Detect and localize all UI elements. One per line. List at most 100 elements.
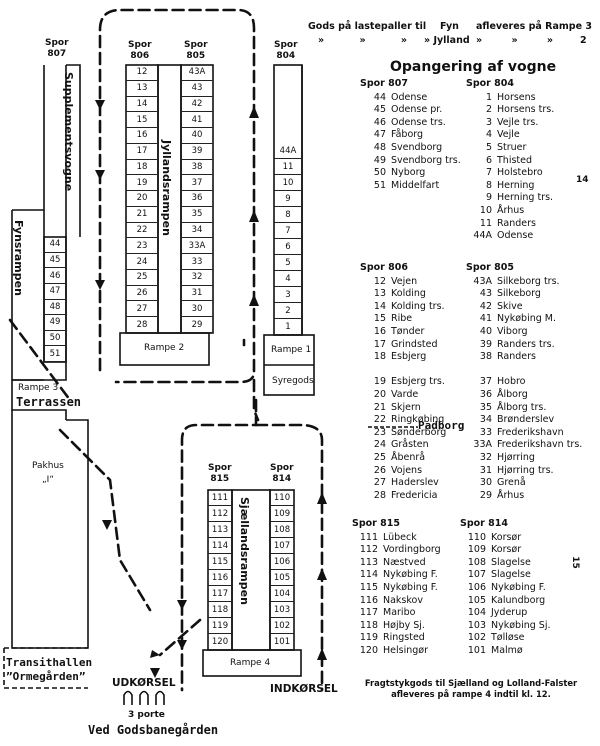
pakhus-sub-label: „I“ [42,475,54,485]
list-item-destination: Vejle [497,129,520,141]
list-heading: Spor 807 [360,78,408,89]
track-cell: 45 [44,253,66,269]
list-item-destination: Tølløse [491,632,525,644]
track-cell: 12 [126,65,158,81]
list-item-number: 18 [373,351,386,363]
track-cell: 3 [274,287,302,303]
list-item-destination: Esbjerg trs. [391,376,445,388]
list-heading: Spor 815 [352,518,400,529]
list-item-destination: Nykøbing F. [383,581,438,593]
list-item-destination: Ålborg trs. [497,401,547,413]
jyllandsrampen-label: Jyllandsrampen [160,140,173,236]
list-item-destination: Åbenrå [391,451,426,463]
track-cell: 9 [274,191,302,207]
list-item-number: 107 [467,569,486,581]
page-number-14: 14 [576,175,589,185]
list-item-number: 14 [373,300,386,312]
list-item-number: 112 [359,544,378,556]
list-item-destination: Lübeck [383,531,417,543]
track-cell: 4 [274,271,302,287]
padborg-label: Padborg [418,419,465,432]
sjaellandsrampen-label: Sjællandsrampen [238,497,251,605]
list-item-number: 110 [467,531,486,543]
list-item-destination: Gråsten [391,439,429,451]
track-cell: 2 [274,303,302,319]
track-cell: 51 [44,346,66,362]
list-item-number: 117 [359,607,378,619]
list-item-destination: Højby Sj. [383,619,425,631]
track-cell: 14 [126,97,158,113]
track-cell: 13 [126,81,158,97]
track-cell: 1 [274,319,302,335]
track-cell: 119 [208,618,232,634]
track-cell: 21 [126,207,158,223]
list-item-destination: Slagelse [491,556,531,568]
list-item-number: 16 [373,325,386,337]
list-item-destination: Haderslev [391,477,439,489]
list-item-destination: Vojens [391,464,423,476]
list-item-destination: Struer [497,141,527,153]
list-item-destination: Næstved [383,556,426,568]
track-cell: 49 [44,315,66,331]
track-cell: 10 [274,175,302,191]
list-item-destination: Herning trs. [497,192,554,204]
list-item-number [360,364,391,377]
header-line2-num: 2 [580,35,587,46]
list-item-number: 44A [473,230,492,242]
list-item-number: 19 [373,376,386,388]
track-cell: 103 [270,602,294,618]
track-cell: 50 [44,331,66,347]
list-item-destination: Skjern [391,401,421,413]
track-cell: 5 [274,255,302,271]
list-item-destination: Helsingør [383,644,428,656]
track-cell: 44 [44,237,66,253]
list-item-destination: Randers [497,217,536,229]
track-cell: 6 [274,239,302,255]
track-cell: 32 [181,270,213,286]
list-item-destination: Herning [497,179,535,191]
list-item-destination: Århus [497,204,525,216]
list-item-destination: Korsør [491,531,522,543]
track-cell: 118 [208,602,232,618]
list-item-number: 109 [467,544,486,556]
list-item-number: 111 [359,531,378,543]
track-cell: 107 [270,538,294,554]
list-item-number: 50 [373,167,386,179]
list-item-number: 17 [373,338,386,350]
rampe-3-label: Rampe 3 [18,383,59,393]
list-item-destination: Varde [391,388,419,400]
header-line2-ditto: » » » [318,35,408,46]
track-cell: 18 [126,160,158,176]
list-item-destination: Skive [497,300,523,312]
list-item-destination: Kalundborg [491,594,546,606]
